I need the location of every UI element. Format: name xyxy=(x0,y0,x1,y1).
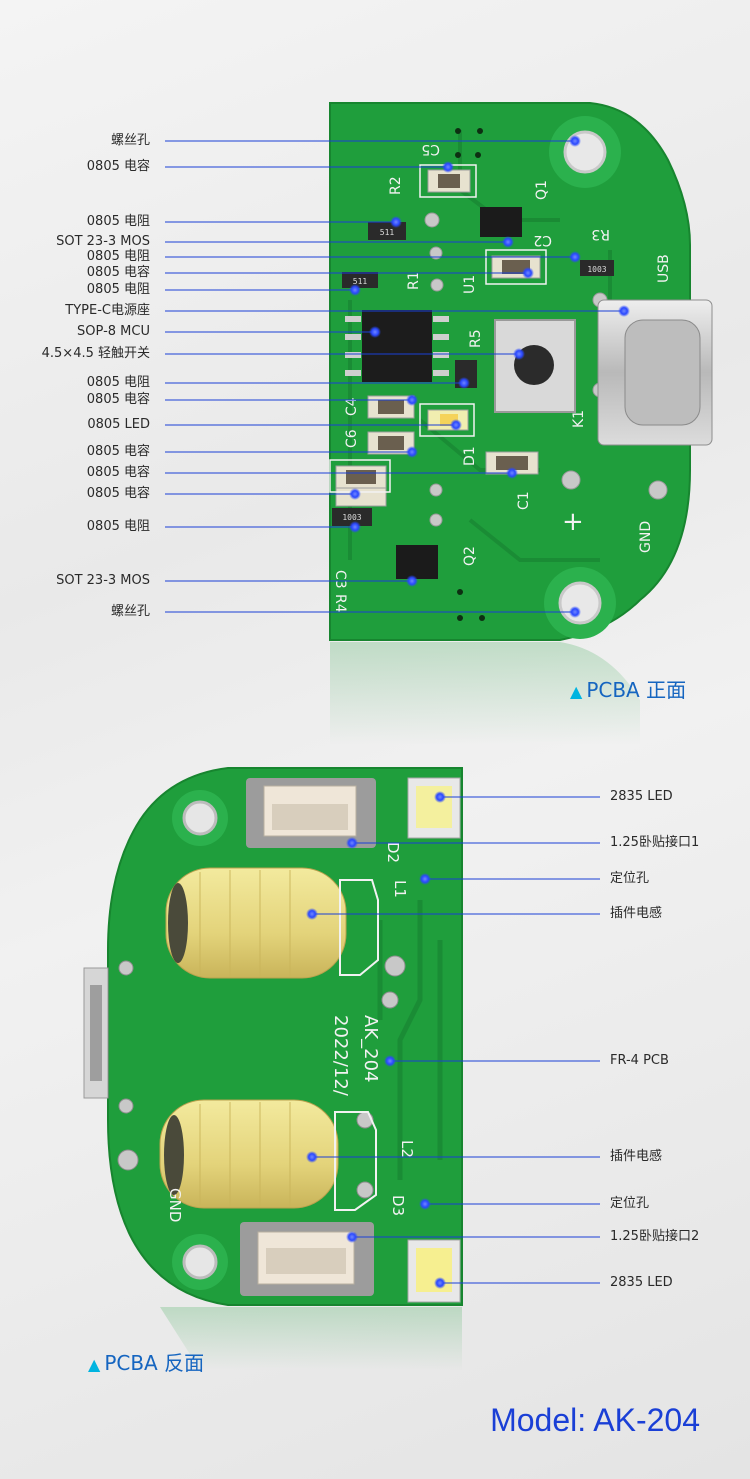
label-capacitor-c1: 0805 电容 xyxy=(86,465,150,480)
screw-hole-top xyxy=(549,116,621,188)
svg-text:GND: GND xyxy=(638,521,654,553)
label-capacitor-c7: 0805 电容 xyxy=(86,486,150,501)
caption-front-text: PCBA 正面 xyxy=(586,678,687,702)
svg-text:+: + xyxy=(562,507,584,537)
caption-back: ▲PCBA 反面 xyxy=(88,1347,204,1376)
svg-text:C5: C5 xyxy=(421,141,440,157)
label-mos-q1: SOT 23-3 MOS xyxy=(56,234,150,249)
label-mos-q2: SOT 23-3 MOS xyxy=(56,573,150,588)
label-resistor-r5: 0805 电阻 xyxy=(86,375,150,390)
svg-text:Q2: Q2 xyxy=(462,546,478,566)
svg-text:USB: USB xyxy=(656,254,672,283)
front-leaders xyxy=(165,140,624,613)
svg-text:C6: C6 xyxy=(344,429,360,448)
svg-text:L1: L1 xyxy=(391,880,409,898)
svg-text:L2: L2 xyxy=(398,1140,416,1158)
label-resistor-r1: 0805 电阻 xyxy=(86,282,150,297)
label-led-d1: 0805 LED xyxy=(87,417,150,432)
svg-text:GND: GND xyxy=(166,1188,184,1222)
front-components: 511 1003 511 xyxy=(332,169,713,579)
svg-text:AK_204: AK_204 xyxy=(360,1015,381,1082)
label-resistor-r6: 0805 电阻 xyxy=(86,519,150,534)
label-locating-hole-1: 定位孔 xyxy=(610,871,650,886)
label-locating-hole-2: 定位孔 xyxy=(610,1196,650,1211)
label-resistor-r2: 0805 电阻 xyxy=(86,214,150,229)
front-silkscreen: C5 R2 Q1 C2 R3 USB R1 U1 R5 C4 C6 K1 D1 … xyxy=(332,141,672,613)
label-typec-socket: TYPE-C电源座 xyxy=(65,303,150,318)
svg-text:C3: C3 xyxy=(332,570,348,589)
svg-text:1003: 1003 xyxy=(342,513,361,522)
svg-text:C4: C4 xyxy=(344,397,360,416)
triangle-icon: ▲ xyxy=(88,1355,101,1374)
svg-text:D2: D2 xyxy=(384,842,402,863)
svg-text:511: 511 xyxy=(380,228,395,237)
svg-text:1003: 1003 xyxy=(587,265,606,274)
svg-text:R4: R4 xyxy=(332,594,348,613)
svg-text:C2: C2 xyxy=(533,232,552,248)
caption-back-text: PCBA 反面 xyxy=(104,1351,205,1375)
svg-text:R3: R3 xyxy=(591,226,610,242)
label-capacitor-c5: 0805 电容 xyxy=(86,159,150,174)
back-leaders xyxy=(312,796,600,1284)
svg-text:D3: D3 xyxy=(389,1195,407,1216)
pcb-back: D2 L1 AK_204 2022/12/ L2 D3 GND xyxy=(83,767,463,1370)
svg-text:511: 511 xyxy=(353,277,368,286)
label-led-top: 2835 LED xyxy=(610,789,673,804)
caption-front: ▲PCBA 正面 xyxy=(570,674,686,703)
connector-1 xyxy=(246,778,376,848)
screw-hole-bottom xyxy=(544,567,616,639)
led-2835-top xyxy=(407,777,461,839)
label-screw-hole-top: 螺丝孔 xyxy=(110,133,150,148)
inductor-2 xyxy=(159,1099,339,1209)
label-screw-hole-bottom: 螺丝孔 xyxy=(110,604,150,619)
inductor-1 xyxy=(165,867,347,979)
back-silkscreen: D2 L1 AK_204 2022/12/ L2 D3 GND xyxy=(166,842,416,1222)
label-capacitor-c4: 0805 电容 xyxy=(86,392,150,407)
svg-text:U1: U1 xyxy=(462,275,478,294)
label-connector-1: 1.25卧贴接口1 xyxy=(610,835,700,850)
svg-text:R5: R5 xyxy=(468,329,484,348)
label-capacitor-c6: 0805 电容 xyxy=(86,444,150,459)
svg-text:K1: K1 xyxy=(571,410,587,428)
label-fr4-pcb: FR-4 PCB xyxy=(610,1053,669,1068)
svg-text:C1: C1 xyxy=(516,491,532,510)
label-inductor-2: 插件电感 xyxy=(610,1149,663,1164)
led-2835-bottom xyxy=(407,1239,461,1303)
svg-text:2022/12/: 2022/12/ xyxy=(330,1015,351,1097)
svg-text:Q1: Q1 xyxy=(534,180,550,200)
label-inductor-1: 插件电感 xyxy=(610,906,663,921)
svg-text:R1: R1 xyxy=(406,271,422,290)
model-name: Model: AK-204 xyxy=(490,1402,700,1438)
pcb-front: 511 1003 511 xyxy=(329,102,713,745)
label-resistor-r3: 0805 电阻 xyxy=(86,249,150,264)
label-led-bottom: 2835 LED xyxy=(610,1275,673,1290)
svg-text:D1: D1 xyxy=(462,446,478,466)
back-dots xyxy=(306,791,446,1289)
connector-2 xyxy=(240,1222,374,1296)
label-tactile-switch: 4.5×4.5 轻触开关 xyxy=(41,346,150,361)
label-mcu: SOP-8 MCU xyxy=(77,324,150,339)
svg-text:R2: R2 xyxy=(388,176,404,195)
triangle-icon: ▲ xyxy=(570,682,583,701)
back-screw-holes xyxy=(172,790,228,1290)
front-dots xyxy=(349,135,630,618)
label-connector-2: 1.25卧贴接口2 xyxy=(610,1229,700,1244)
label-capacitor-c2: 0805 电容 xyxy=(86,265,150,280)
